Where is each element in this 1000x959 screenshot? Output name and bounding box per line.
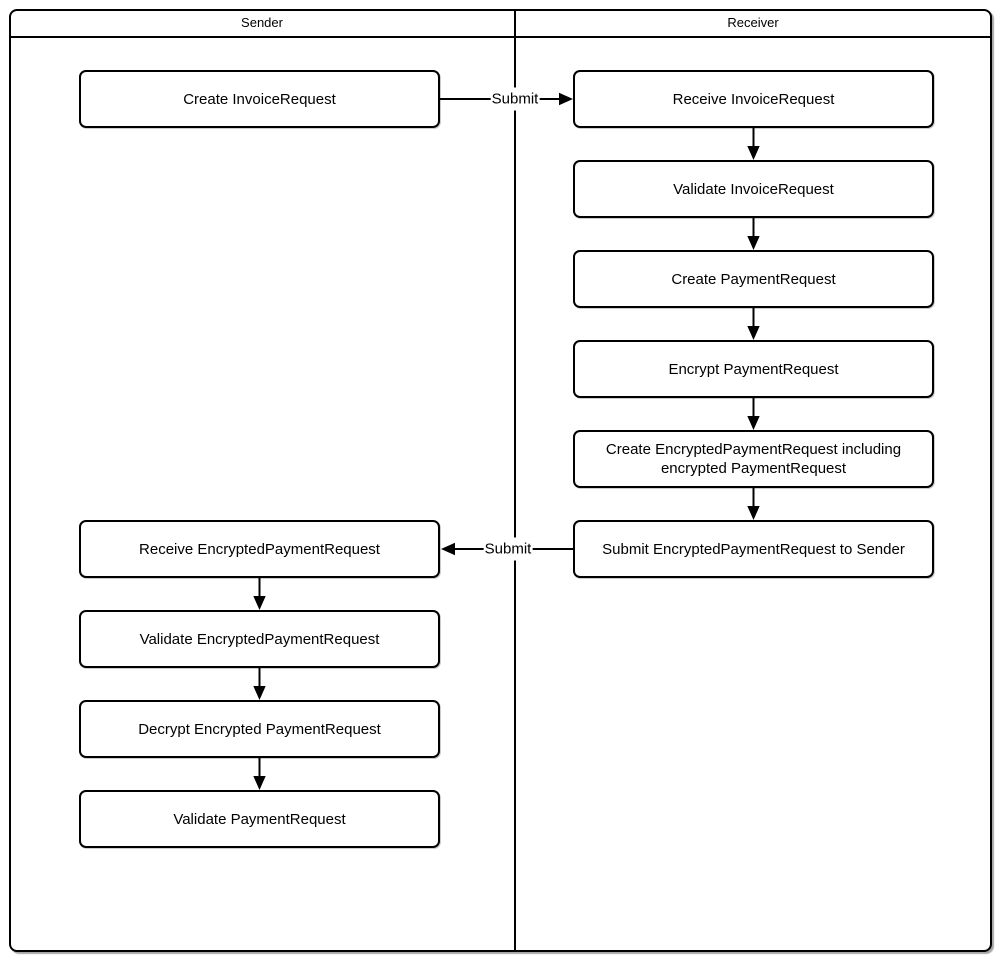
edge-label-submit-payment: Submit — [483, 537, 533, 561]
node-encrypt-payment-request: Encrypt PaymentRequest — [573, 340, 934, 398]
node-validate-payment-request: Validate PaymentRequest — [79, 790, 440, 848]
node-label: Receive InvoiceRequest — [672, 90, 835, 108]
node-label: Validate InvoiceRequest — [673, 180, 834, 198]
node-label: Create InvoiceRequest — [183, 90, 336, 108]
edge-label-submit-invoice: Submit — [490, 87, 540, 111]
node-validate-invoice-request: Validate InvoiceRequest — [573, 160, 934, 218]
node-receive-encrypted-payment-request: Receive EncryptedPaymentRequest — [79, 520, 440, 578]
node-label: Submit EncryptedPaymentRequest to Sender — [602, 540, 905, 558]
node-label: Create PaymentRequest — [671, 270, 836, 288]
lane-divider — [514, 9, 516, 952]
lane-header-separator — [9, 36, 992, 38]
lane-label-sender: Sender — [241, 15, 283, 30]
node-submit-encrypted-to-sender: Submit EncryptedPaymentRequest to Sender — [573, 520, 934, 578]
node-label: Validate PaymentRequest — [173, 810, 346, 828]
node-create-encrypted-payment-request: Create EncryptedPaymentRequest including… — [573, 430, 934, 488]
node-label: Decrypt Encrypted PaymentRequest — [138, 720, 381, 738]
node-label: Validate EncryptedPaymentRequest — [139, 630, 380, 648]
node-label: Create EncryptedPaymentRequest including… — [605, 441, 902, 477]
node-receive-invoice-request: Receive InvoiceRequest — [573, 70, 934, 128]
node-decrypt-encrypted-payment-request: Decrypt Encrypted PaymentRequest — [79, 700, 440, 758]
node-create-payment-request: Create PaymentRequest — [573, 250, 934, 308]
node-create-invoice-request: Create InvoiceRequest — [79, 70, 440, 128]
lane-label-receiver: Receiver — [727, 15, 779, 30]
node-label: Encrypt PaymentRequest — [668, 360, 839, 378]
node-label: Receive EncryptedPaymentRequest — [139, 540, 380, 558]
node-validate-encrypted-payment-request: Validate EncryptedPaymentRequest — [79, 610, 440, 668]
